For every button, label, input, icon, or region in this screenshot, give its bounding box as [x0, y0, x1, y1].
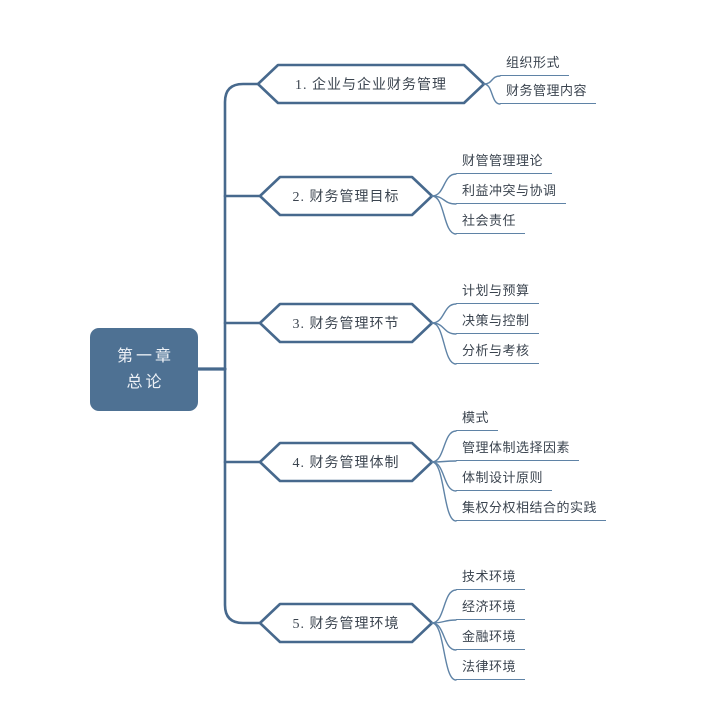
- trunk-connector: [196, 82, 262, 625]
- child-node-1-1[interactable]: 组织形式: [500, 52, 570, 76]
- child-node-2-3[interactable]: 社会责任: [456, 210, 526, 234]
- child-node-4-3[interactable]: 体制设计原则: [456, 467, 553, 491]
- child-node-2-1[interactable]: 财管管理理论: [456, 150, 553, 174]
- child-node-5-2[interactable]: 经济环境: [456, 596, 526, 620]
- trunk-line: [223, 82, 262, 625]
- branch-node-3[interactable]: 3. 财务管理环节: [292, 317, 400, 332]
- root-node[interactable]: 第一章 总论: [90, 328, 198, 411]
- root-title-line2: 总论: [126, 373, 165, 391]
- child-node-5-4[interactable]: 法律环境: [456, 656, 526, 680]
- root-title-line1: 第一章: [116, 347, 174, 365]
- branch-node-5[interactable]: 5. 财务管理环境: [292, 617, 400, 632]
- branch-node-1[interactable]: 1. 企业与企业财务管理: [295, 78, 447, 93]
- child-node-3-1[interactable]: 计划与预算: [456, 280, 539, 304]
- child-connectors: [431, 75, 501, 681]
- branch-node-4[interactable]: 4. 财务管理体制: [292, 456, 400, 471]
- child-node-3-3[interactable]: 分析与考核: [456, 340, 539, 364]
- branch-shapes: [256, 63, 486, 644]
- child-node-4-4[interactable]: 集权分权相结合的实践: [456, 497, 607, 521]
- child-node-3-2[interactable]: 决策与控制: [456, 310, 539, 334]
- child-node-4-2[interactable]: 管理体制选择因素: [456, 437, 580, 461]
- child-node-5-3[interactable]: 金融环境: [456, 626, 526, 650]
- child-node-5-1[interactable]: 技术环境: [456, 566, 526, 590]
- child-node-4-1[interactable]: 模式: [456, 407, 499, 431]
- child-node-1-2[interactable]: 财务管理内容: [500, 80, 597, 104]
- branch-node-2[interactable]: 2. 财务管理目标: [292, 190, 400, 205]
- child-node-2-2[interactable]: 利益冲突与协调: [456, 180, 566, 204]
